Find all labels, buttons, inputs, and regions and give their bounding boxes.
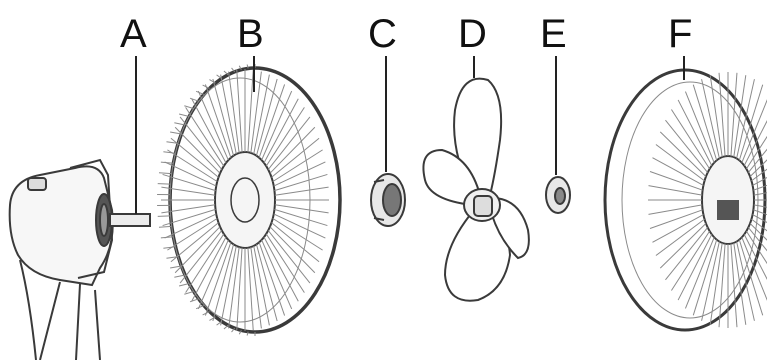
fan-parts-diagram: A B C D E F [0,0,767,360]
leader-lines [0,0,767,360]
